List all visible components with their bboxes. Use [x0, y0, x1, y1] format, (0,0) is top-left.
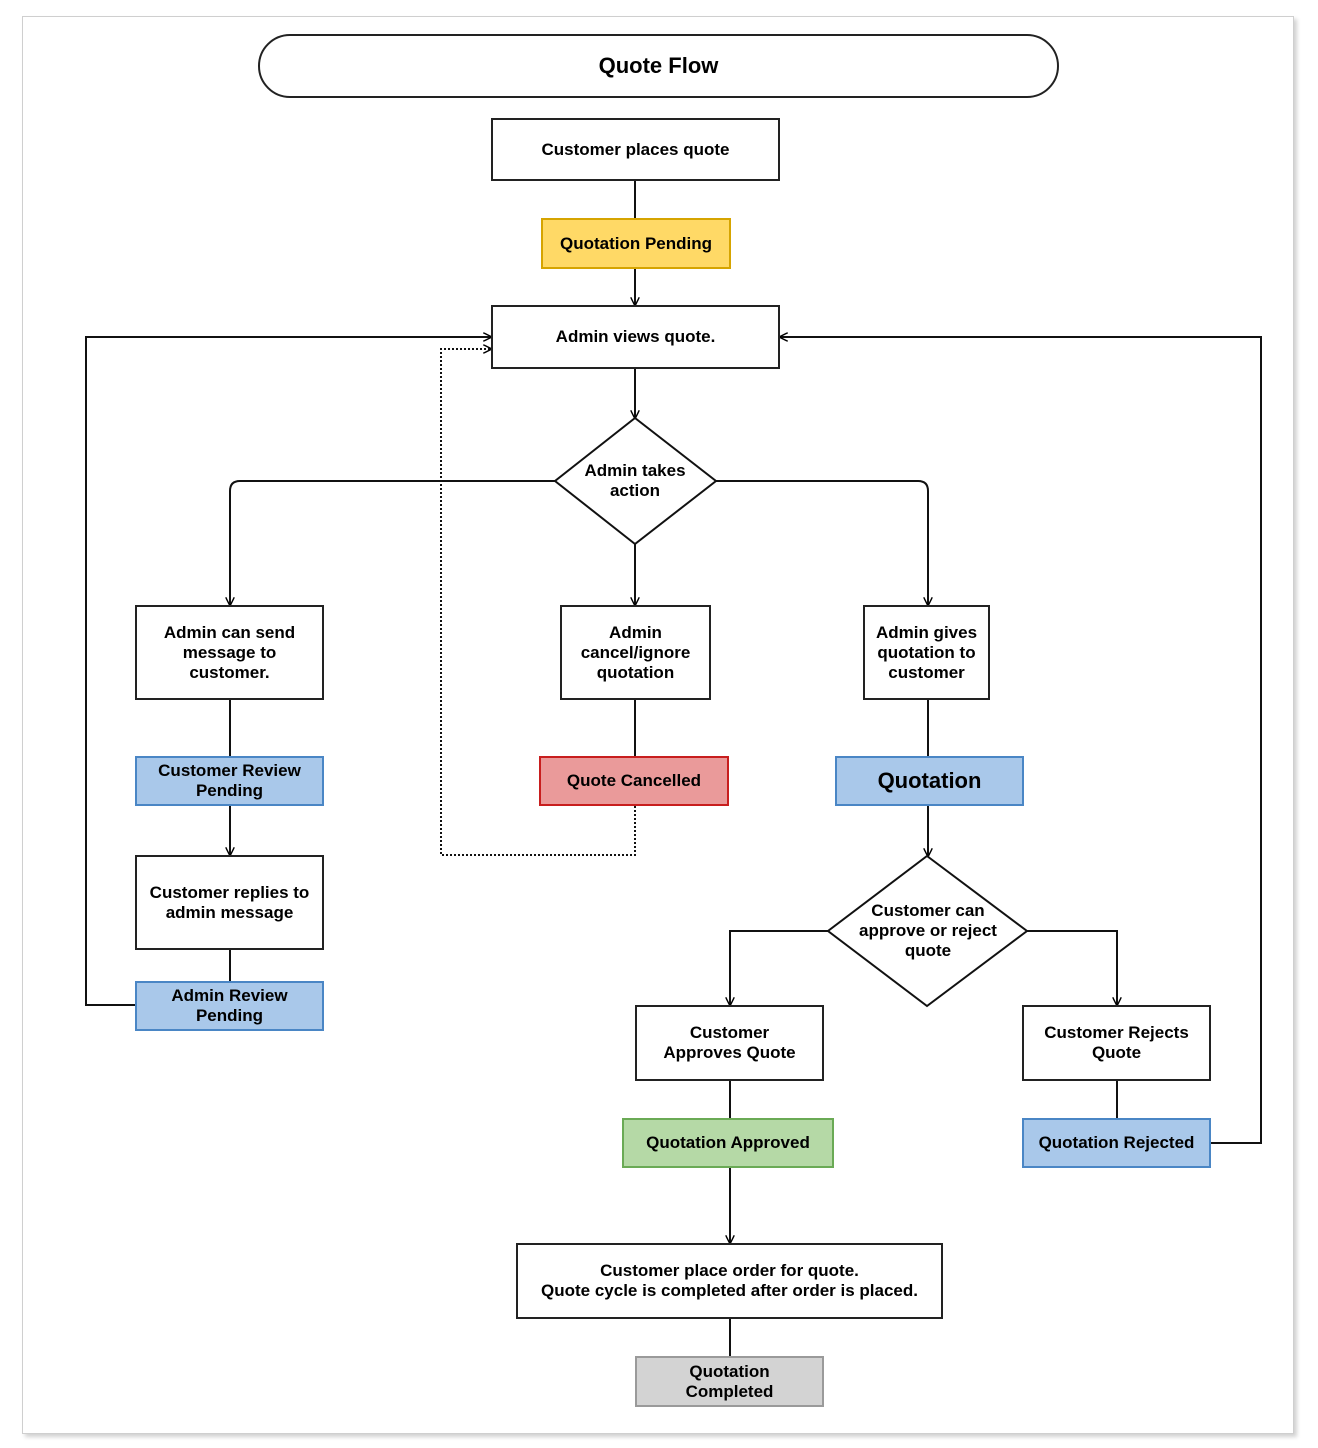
edge-decision-to-approves — [730, 930, 828, 1005]
decision-diamond-customer — [826, 854, 1029, 1008]
node-admin-gives-quotation: Admin gives quotation to customer — [863, 605, 990, 700]
node-customer-places-quote: Customer places quote — [491, 118, 780, 181]
status-customer-review-pending: Customer Review Pending — [135, 756, 324, 806]
status-quotation-approved: Quotation Approved — [622, 1118, 834, 1168]
edge-action-to-send-message — [230, 480, 555, 605]
status-quotation-rejected: Quotation Rejected — [1022, 1118, 1211, 1168]
flow-title: Quote Flow — [258, 34, 1059, 98]
decision-label-admin-takes-action: Admin takes action — [584, 461, 686, 500]
decision-diamond-admin-action — [553, 416, 718, 546]
edge-action-to-gives-quotation — [716, 480, 928, 605]
edge-admin-review-loop — [85, 337, 491, 1006]
node-admin-cancel-quotation: Admin cancel/ignore quotation — [560, 605, 711, 700]
node-admin-views-quote: Admin views quote. — [491, 305, 780, 369]
node-customer-replies: Customer replies to admin message — [135, 855, 324, 950]
status-admin-review-pending: Admin Review Pending — [135, 981, 324, 1031]
edge-decision-to-rejects — [1027, 930, 1117, 1005]
node-customer-rejects-quote: Customer Rejects Quote — [1022, 1005, 1211, 1081]
status-quote-cancelled: Quote Cancelled — [539, 756, 729, 806]
edge-rejected-loop — [780, 337, 1262, 1144]
status-quotation-pending: Quotation Pending — [541, 218, 731, 269]
status-quotation-completed: Quotation Completed — [635, 1356, 824, 1407]
node-customer-place-order: Customer place order for quote. Quote cy… — [516, 1243, 943, 1319]
decision-label-customer-approve-reject: Customer can approve or reject quote — [859, 901, 997, 960]
status-quotation: Quotation — [835, 756, 1024, 806]
node-customer-approves-quote: Customer Approves Quote — [635, 1005, 824, 1081]
edge-cancelled-loop-dotted — [440, 349, 636, 856]
node-admin-send-message: Admin can send message to customer. — [135, 605, 324, 700]
